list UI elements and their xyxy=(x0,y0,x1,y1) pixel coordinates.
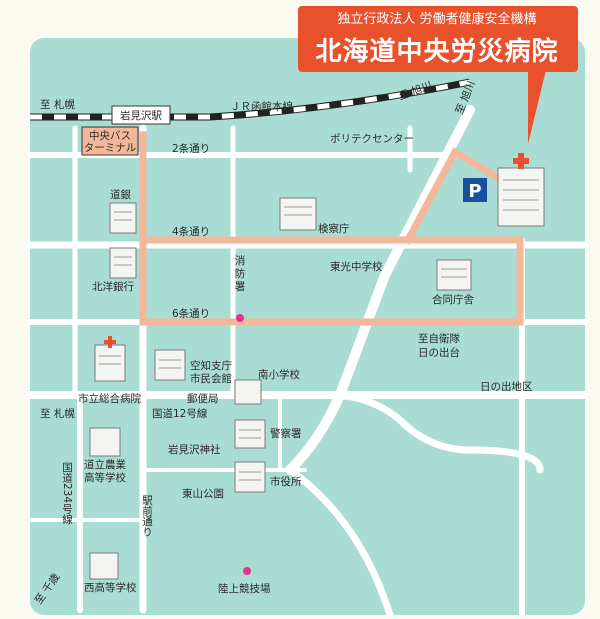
building-icon xyxy=(94,344,126,382)
rail-line-label: ＪＲ函館本線 xyxy=(230,100,293,113)
road-curve-south xyxy=(286,466,394,619)
place-minami-es: 南小学校 xyxy=(258,368,300,381)
road-jo6: 6条通り xyxy=(172,307,210,320)
callout-hospital-name: 北海道中央労災病院 xyxy=(315,37,559,67)
place-polytech: ポリテクセンター xyxy=(330,133,414,145)
pin-icon xyxy=(243,567,251,575)
place-dogin: 道銀 xyxy=(110,188,131,201)
parking-icon xyxy=(463,178,487,202)
bus-terminal-label-2: ターミナル xyxy=(84,142,137,154)
building-windows xyxy=(99,206,467,481)
building-icons xyxy=(89,197,472,580)
place-shrine: 岩見沢神社 xyxy=(168,443,221,456)
building-icon xyxy=(109,247,137,279)
place-city-hospital: 市立総合病院 xyxy=(78,392,141,405)
building-icon xyxy=(234,419,266,449)
railway xyxy=(30,78,471,121)
building-icon xyxy=(436,259,472,291)
building-icon xyxy=(154,349,186,381)
rail-to-sapporo: 至 札幌 xyxy=(40,98,75,111)
place-post-office: 郵便局 xyxy=(187,392,219,405)
road-route12: 国道12号線 xyxy=(152,407,208,420)
place-sorachi-2: 市民会館 xyxy=(190,372,232,385)
place-sorachi-1: 空知支庁 xyxy=(190,359,232,372)
road-curve-east xyxy=(326,391,544,474)
place-higashiyama: 東山公園 xyxy=(182,487,224,500)
road-jieitai-2: 日の出台 xyxy=(418,346,460,359)
bus-terminal-label-1: 中央バス xyxy=(89,129,131,142)
place-police: 警察署 xyxy=(270,427,302,440)
place-shobosho-3: 署 xyxy=(235,281,246,293)
place-hokuyo: 北洋銀行 xyxy=(92,280,134,293)
place-godochosha: 合同庁舎 xyxy=(432,293,474,306)
city-hospital-cross-h xyxy=(104,340,116,344)
pin-icon xyxy=(236,314,244,322)
station-box xyxy=(111,105,171,125)
building-icon xyxy=(279,197,317,231)
place-city-hall: 市役所 xyxy=(270,475,302,488)
callout-pointer xyxy=(528,70,546,144)
building-icon xyxy=(89,552,119,580)
place-agri-hs-2: 高等学校 xyxy=(84,471,126,484)
route-line xyxy=(139,131,524,326)
building-icon xyxy=(109,202,137,234)
hospital-building-icon xyxy=(497,167,545,227)
road-ekimae: 駅前通り xyxy=(141,495,153,537)
map-area xyxy=(30,38,585,615)
bus-terminal-box xyxy=(81,126,139,156)
place-toko-jhs: 東光中学校 xyxy=(330,260,383,273)
building-icon xyxy=(89,427,121,457)
route-diagonal xyxy=(403,147,503,245)
place-shobosho-1: 消 xyxy=(235,254,246,267)
highlight-route xyxy=(139,131,524,326)
station-label: 岩見沢駅 xyxy=(120,109,162,122)
building-icon xyxy=(234,461,266,493)
road-route234: 国道234号線 xyxy=(61,462,73,524)
callout-org: 独立行政法人 労働者健康安全機構 xyxy=(337,12,537,27)
place-kensatsucho: 検察庁 xyxy=(318,222,350,235)
hospital-cross-h xyxy=(513,158,529,164)
place-nishi-hs: 西高等学校 xyxy=(84,581,137,594)
place-shobosho-2: 防 xyxy=(235,267,246,280)
road-jo4: 4条通り xyxy=(172,225,210,238)
parking-label: P xyxy=(468,181,481,202)
place-stadium: 陸上競技場 xyxy=(218,582,271,595)
place-agri-hs-1: 道立農業 xyxy=(84,458,126,471)
callout-box xyxy=(298,6,578,72)
building-icon xyxy=(234,379,262,405)
road-jo2: 2条通り xyxy=(172,142,210,155)
place-hinode: 日の出地区 xyxy=(480,380,533,393)
road-to-sapporo: 至 札幌 xyxy=(40,407,75,420)
road-jieitai-1: 至自衛隊 xyxy=(418,332,460,345)
